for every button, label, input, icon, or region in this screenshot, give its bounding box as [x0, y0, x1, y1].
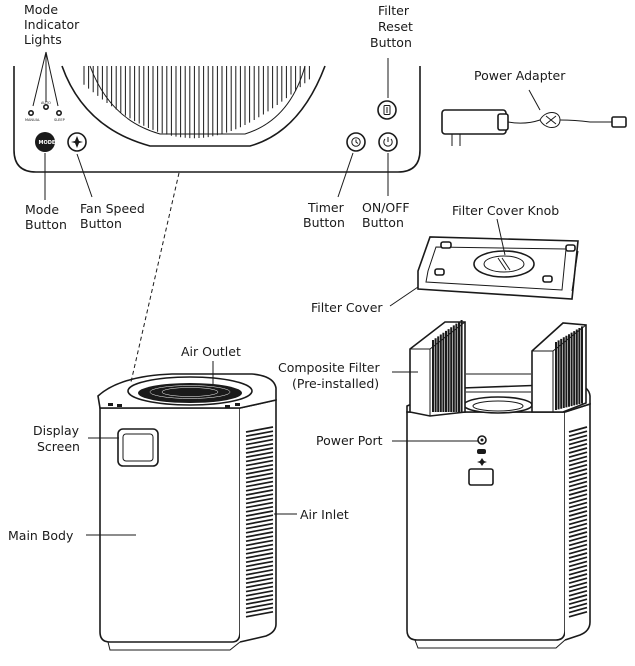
- sleep-light-icon: [55, 110, 62, 117]
- air-outlet-label: Air Outlet: [181, 344, 241, 359]
- display-screen: [117, 428, 159, 467]
- composite-filter: [409, 320, 587, 417]
- fan-icon: [71, 136, 83, 148]
- timer-label-2: Button: [303, 215, 345, 230]
- clock-icon: [351, 137, 361, 147]
- mode-button-label-1: Mode: [25, 202, 59, 217]
- adapter-prongs: [451, 134, 461, 146]
- sleep-light-label: SLEEP: [54, 118, 65, 122]
- callout-lines: [32, 51, 541, 536]
- manual-light-icon: [27, 110, 34, 117]
- filter-cover-label: Filter Cover: [311, 300, 383, 315]
- control-panel-closeup: MANUAL AUTO SLEEP MODE: [13, 65, 421, 173]
- panel-fan-grille: [61, 65, 326, 147]
- power-port-label: Power Port: [316, 433, 383, 448]
- display-screen-label-2: Screen: [37, 439, 80, 454]
- main-body-label: Main Body: [8, 528, 74, 543]
- filter-icon: [383, 105, 391, 115]
- on-off-label-1: ON/OFF: [362, 200, 410, 215]
- air-inlet-vents: [245, 426, 274, 618]
- on-off-label-2: Button: [362, 215, 404, 230]
- fan-speed-button[interactable]: [67, 132, 87, 152]
- timer-label-1: Timer: [307, 200, 345, 215]
- auto-light-label: AUTO: [41, 101, 51, 105]
- mode-button-label-2: Button: [25, 217, 67, 232]
- power-icon: [383, 138, 393, 147]
- mode-indicator-label-3: Lights: [24, 32, 62, 47]
- open-unit: [406, 320, 591, 649]
- mode-button[interactable]: MODE: [35, 132, 56, 152]
- power-adapter-label: Power Adapter: [474, 68, 566, 83]
- labels: Mode Indicator Lights Filter Reset Butto…: [8, 2, 566, 543]
- timer-button[interactable]: [346, 132, 366, 152]
- auto-light-icon: [42, 104, 49, 111]
- cable-bundle: [539, 112, 561, 128]
- dc-plug: [611, 116, 627, 128]
- mode-button-text: MODE: [39, 140, 56, 146]
- filter-reset-button[interactable]: [377, 100, 397, 120]
- filter-reset-label-2: Reset: [378, 19, 413, 34]
- composite-filter-label-2: (Pre-installed): [292, 376, 379, 391]
- fan-speed-label-2: Button: [80, 216, 122, 231]
- display-screen-label-1: Display: [33, 423, 80, 438]
- on-off-button[interactable]: [378, 132, 398, 152]
- power-adapter: [441, 109, 627, 146]
- filter-cover: [417, 236, 579, 300]
- filter-reset-label-1: Filter: [378, 3, 410, 18]
- fan-speed-label-1: Fan Speed: [80, 201, 145, 216]
- mode-indicator-label-1: Mode: [24, 2, 58, 17]
- main-body-unit: [97, 373, 277, 651]
- adapter-brick: [441, 109, 507, 135]
- panel-callout-dashed-line: [130, 172, 180, 383]
- composite-filter-label-1: Composite Filter: [278, 360, 381, 375]
- mode-indicator-label-2: Indicator: [24, 17, 80, 32]
- filter-cover-knob-label: Filter Cover Knob: [452, 203, 559, 218]
- manual-light-label: MANUAL: [25, 118, 40, 122]
- filter-cover-knob[interactable]: [473, 250, 535, 278]
- filter-reset-label-3: Button: [370, 35, 412, 50]
- air-inlet-label: Air Inlet: [300, 507, 349, 522]
